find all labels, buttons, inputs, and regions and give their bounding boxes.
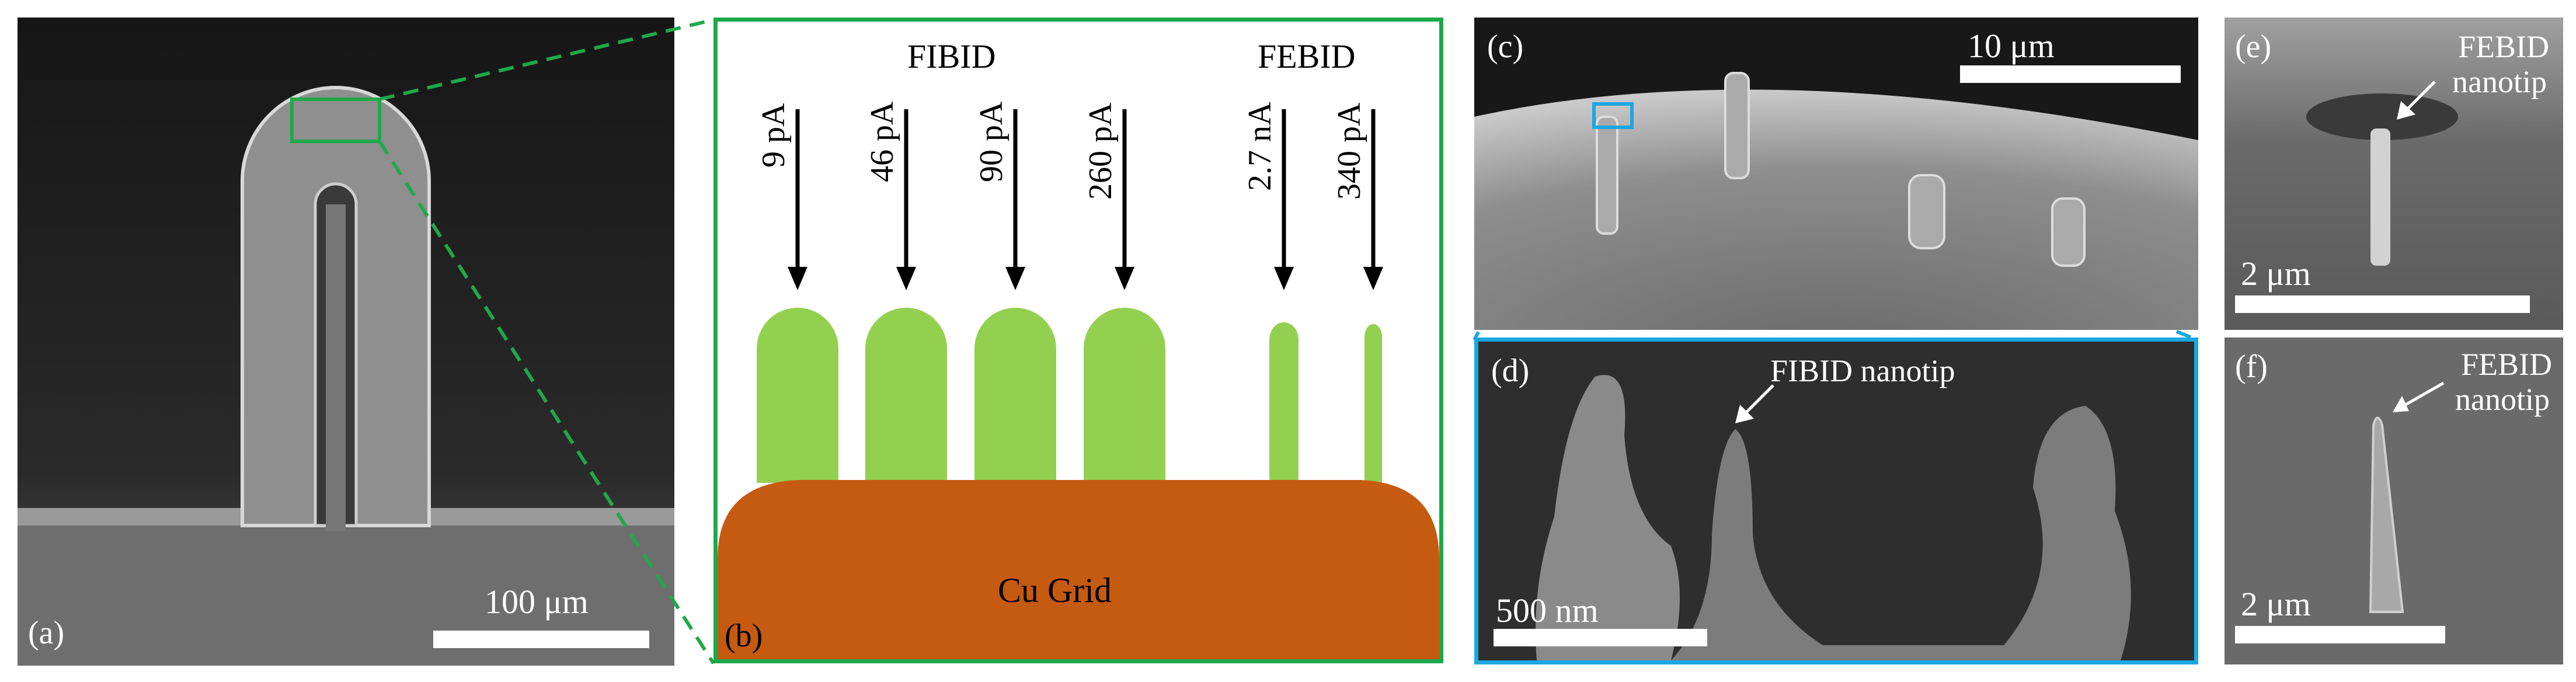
panel-c-scalebar bbox=[1960, 65, 2181, 83]
panel-c-scalebar-label: 10 μm bbox=[1968, 27, 2055, 65]
nanotips bbox=[757, 308, 1382, 483]
cu-grid-substrate bbox=[718, 480, 1439, 659]
panel-b-schematic: FIBID FEBID 9 pA 46 pA 90 pA 260 pA 2.7 … bbox=[713, 18, 1443, 663]
current-label-4: 260 pA bbox=[1082, 102, 1119, 200]
current-label-5: 2.7 nA bbox=[1242, 102, 1278, 191]
panel-f-annotation-2: nanotip bbox=[2455, 382, 2550, 417]
panel-f-label: (f) bbox=[2235, 349, 2268, 385]
panel-e-label: (e) bbox=[2235, 29, 2272, 65]
panel-d-sem-image: (d) FIBID nanotip 500 nm bbox=[1474, 337, 2198, 664]
fibid-heading: FIBID bbox=[907, 37, 996, 75]
panel-d-scalebar bbox=[1494, 629, 1707, 646]
panel-d-scalebar-label: 500 nm bbox=[1496, 591, 1599, 629]
panel-f-arrow bbox=[2393, 381, 2445, 412]
panel-f-scalebar bbox=[2235, 626, 2445, 643]
panel-c-highlight-box bbox=[1592, 102, 1634, 129]
panel-a-scalebar-label: 100 μm bbox=[485, 583, 589, 621]
panel-d-arrow bbox=[1735, 384, 1774, 423]
panel-e-scalebar-label: 2 μm bbox=[2241, 255, 2311, 293]
substrate-label: Cu Grid bbox=[998, 571, 1112, 610]
panel-e-annotation-2: nanotip bbox=[2452, 64, 2547, 99]
panel-e-sem-image: (e) FEBID nanotip 2 μm bbox=[2225, 18, 2563, 330]
panel-a-structure bbox=[18, 18, 674, 666]
panel-f-scalebar-label: 2 μm bbox=[2241, 585, 2311, 623]
panel-e-arrow bbox=[2397, 81, 2436, 120]
current-label-6: 340 pA bbox=[1331, 102, 1367, 200]
panel-c-structure bbox=[1474, 18, 2198, 330]
current-label-1: 9 pA bbox=[756, 103, 792, 168]
panel-e-scalebar bbox=[2235, 295, 2530, 313]
panel-a-highlight-box bbox=[290, 98, 381, 143]
panel-f-structure bbox=[2225, 337, 2563, 664]
panel-a-sem-image: (a) 100 μm bbox=[18, 18, 674, 666]
panel-d-structure bbox=[1478, 342, 2194, 660]
panel-f-annotation-1: FEBID bbox=[2461, 347, 2553, 382]
panel-f-sem-image: (f) FEBID nanotip 2 μm bbox=[2225, 337, 2563, 664]
current-label-3: 90 pA bbox=[973, 101, 1009, 182]
panel-a-label: (a) bbox=[28, 615, 65, 651]
current-label-2: 46 pA bbox=[864, 101, 900, 182]
panel-b-label: (b) bbox=[725, 618, 763, 654]
febid-heading: FEBID bbox=[1258, 37, 1356, 75]
panel-c-label: (c) bbox=[1487, 29, 1524, 65]
panel-e-structure bbox=[2225, 18, 2563, 330]
panel-a-scalebar bbox=[433, 631, 649, 648]
panel-c-sem-image: (c) 10 μm bbox=[1474, 18, 2198, 330]
panel-e-annotation-1: FEBID bbox=[2458, 29, 2550, 64]
panel-d-label: (d) bbox=[1491, 353, 1530, 389]
current-arrows bbox=[795, 109, 1376, 270]
panel-b-drawing bbox=[718, 109, 1439, 659]
panel-d-annotation: FIBID nanotip bbox=[1770, 353, 1955, 388]
